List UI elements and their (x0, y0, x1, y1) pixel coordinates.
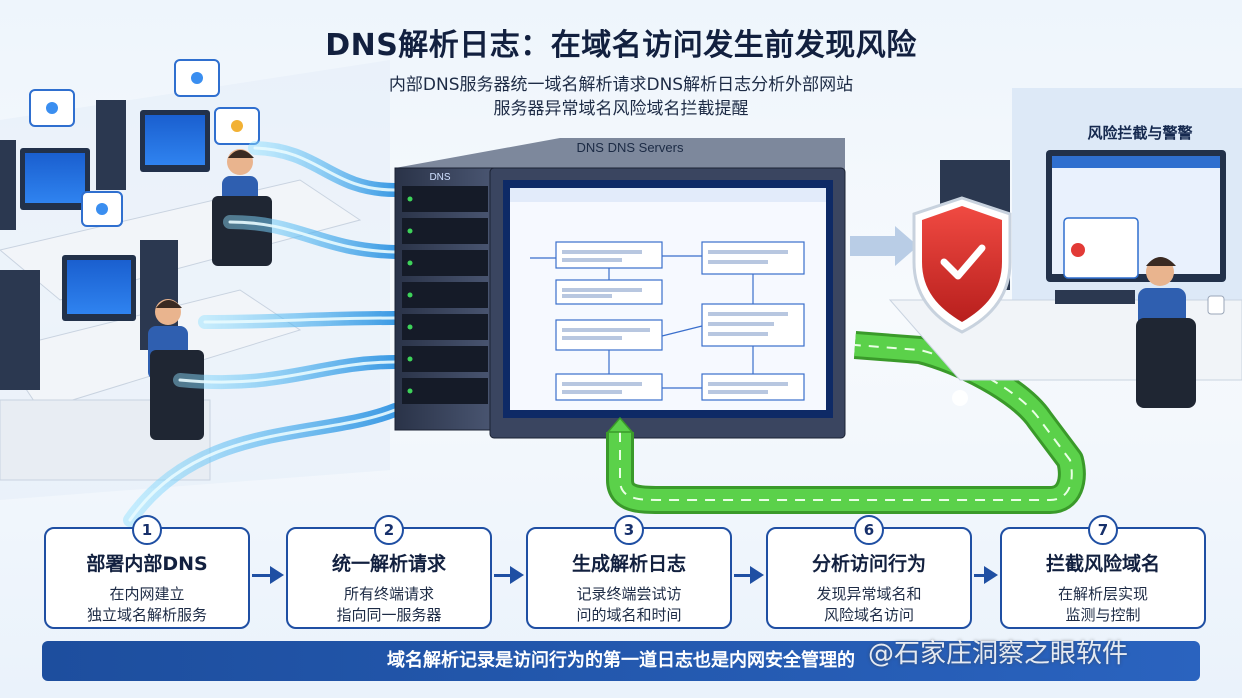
risk-panel-label: 风险拦截与警警 (1087, 124, 1193, 142)
flow-connector (494, 574, 512, 577)
step-desc-line1: 在内网建立 (109, 585, 185, 603)
step-number-badge: 7 (1088, 515, 1118, 545)
step-desc-line2: 监测与控制 (1065, 606, 1141, 624)
flow-connector (252, 574, 272, 577)
flow-connector (974, 574, 986, 577)
step-description: 记录终端尝试访 问的域名和时间 (528, 584, 730, 626)
arrow-right-icon (510, 566, 524, 584)
page-subtitle-line1: 内部DNS服务器统一域名解析请求DNS解析日志分析外部网站 (388, 75, 854, 95)
flow-connector (734, 574, 752, 577)
step-title: 分析访问行为 (811, 553, 926, 575)
step-number-badge: 2 (374, 515, 404, 545)
page-title: DNS解析日志：在域名访问发生前发现风险 (325, 28, 917, 63)
dns-server (394, 138, 846, 439)
step-desc-line1: 所有终端请求 (343, 585, 434, 603)
step-description: 在内网建立 独立域名解析服务 (46, 584, 248, 626)
step-card-3: 3 生成解析日志 记录终端尝试访 问的域名和时间 (526, 515, 732, 629)
to-risk-arrow (850, 226, 918, 266)
step-number-badge: 6 (854, 515, 884, 545)
step-description: 发现异常域名和 风险域名访问 (768, 584, 970, 626)
step-number-badge: 1 (132, 515, 162, 545)
server-top-label: DNS DNS Servers (576, 140, 684, 155)
step-number-badge: 3 (614, 515, 644, 545)
step-description: 所有终端请求 指向同一服务器 (288, 584, 490, 626)
step-desc-line1: 发现异常域名和 (816, 585, 922, 603)
step-title: 生成解析日志 (571, 553, 686, 575)
data-flows-core (128, 146, 397, 522)
server-rack-label: DNS (429, 172, 451, 183)
arrow-right-icon (270, 566, 284, 584)
step-title: 拦截风险域名 (1045, 553, 1160, 575)
arrow-right-icon (984, 566, 998, 584)
step-card-6: 6 分析访问行为 发现异常域名和 风险域名访问 (766, 515, 972, 629)
office-workstations (0, 59, 362, 481)
step-title: 部署内部DNS (86, 553, 208, 575)
step-desc-line2: 风险域名访问 (823, 606, 914, 624)
step-card-7: 7 拦截风险域名 在解析层实现 监测与控制 (1000, 515, 1206, 629)
page-subtitle-line2: 服务器异常域名风险域名拦截提醒 (493, 99, 749, 119)
step-desc-line1: 记录终端尝试访 (576, 585, 682, 603)
step-desc-line2: 指向同一服务器 (336, 606, 442, 624)
step-card-1: 1 部署内部DNS 在内网建立 独立域名解析服务 (44, 515, 250, 629)
summary-banner: 域名解析记录是访问行为的第一道日志也是内网安全管理的 (42, 641, 1200, 681)
shield-icon (912, 196, 1012, 334)
step-description: 在解析层实现 监测与控制 (1002, 584, 1204, 626)
arrow-right-icon (750, 566, 764, 584)
step-card-2: 2 统一解析请求 所有终端请求 指向同一服务器 (286, 515, 492, 629)
step-desc-line1: 在解析层实现 (1057, 585, 1148, 603)
step-desc-line2: 独立域名解析服务 (86, 606, 207, 624)
step-title: 统一解析请求 (331, 553, 446, 575)
source-watermark: @石家庄洞察之眼软件 (868, 639, 1129, 669)
step-desc-line2: 问的域名和时间 (576, 606, 682, 624)
